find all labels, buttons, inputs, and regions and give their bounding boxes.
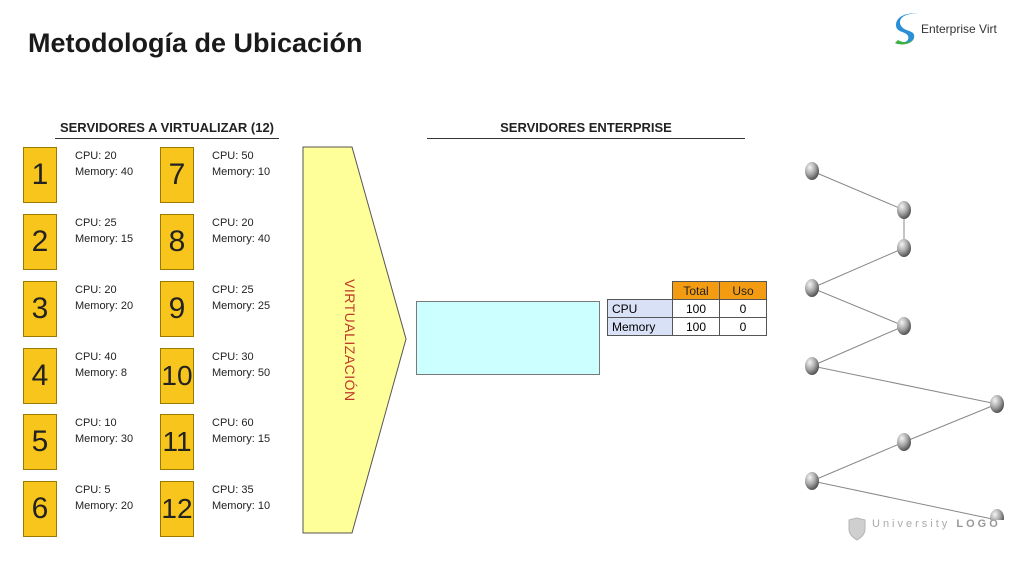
server-memory: Memory: 25 [212,299,271,312]
server-specs: CPU: 20 Memory: 40 [212,216,270,247]
server-cpu: CPU: 10 [75,417,117,429]
usage-total-value: 100 [672,317,720,336]
usage-table-header-uso: Uso [719,281,767,300]
server-memory: Memory: 20 [75,499,134,512]
usage-table-header-total: Total [672,281,720,300]
network-node-icon [897,201,911,219]
server-number-box: 5 [23,414,57,470]
usage-total-value: 100 [672,299,720,318]
server-cpu: CPU: 5 [75,484,111,496]
virtualization-arrow [302,146,407,534]
server-specs: CPU: 25 Memory: 25 [212,283,270,314]
server-number-box: 4 [23,348,57,404]
university-shield-icon [848,517,866,541]
server-specs: CPU: 10 Memory: 30 [75,416,133,447]
usage-uso-value: 0 [719,317,767,336]
server-cpu: CPU: 35 [212,484,254,496]
server-cpu: CPU: 40 [75,351,117,363]
network-node-icon [805,162,819,180]
server-memory: Memory: 10 [212,165,271,178]
usage-uso-value: 0 [719,299,767,318]
university-logo: University LOGO [872,518,1001,530]
university-logo-mark: LOGO [956,518,1001,530]
server-memory: Memory: 8 [75,366,127,379]
usage-table: Total Uso CPU 100 0 Memory 100 0 [607,281,767,336]
server-memory: Memory: 50 [212,366,271,379]
server-cpu: CPU: 20 [212,217,254,229]
network-node-icon [990,395,1004,413]
server-number-box: 12 [160,481,194,537]
server-cpu: CPU: 25 [212,284,254,296]
usage-table-row-memory: Memory 100 0 [607,317,767,336]
usage-table-header-row: Total Uso [608,281,767,300]
enterprise-server-box [416,301,600,375]
right-section-title: SERVIDORES ENTERPRISE [500,120,672,135]
network-node-icon [897,433,911,451]
server-specs: CPU: 30 Memory: 50 [212,350,270,381]
left-section-title: SERVIDORES A VIRTUALIZAR (12) [59,120,275,135]
network-node-icon [805,279,819,297]
server-memory: Memory: 15 [75,232,134,245]
logo-text: Enterprise Virt [921,22,997,36]
server-specs: CPU: 5 Memory: 20 [75,483,133,514]
server-number-box: 10 [160,348,194,404]
server-specs: CPU: 60 Memory: 15 [212,416,270,447]
server-number-box: 6 [23,481,57,537]
usage-row-label: CPU [607,299,673,318]
server-specs: CPU: 35 Memory: 10 [212,483,270,514]
page-title: Metodología de Ubicación [28,28,363,58]
server-specs: CPU: 40 Memory: 8 [75,350,127,381]
right-section-rule [427,138,745,139]
server-number-box: 8 [160,214,194,270]
server-number-box: 11 [160,414,194,470]
server-number-box: 1 [23,147,57,203]
server-specs: CPU: 20 Memory: 20 [75,283,133,314]
server-memory: Memory: 30 [75,432,134,445]
logo-swirl-icon [895,13,918,45]
server-specs: CPU: 25 Memory: 15 [75,216,133,247]
usage-table-corner [608,282,673,300]
server-cpu: CPU: 25 [75,217,117,229]
server-specs: CPU: 20 Memory: 40 [75,149,133,180]
usage-table-row-cpu: CPU 100 0 [607,299,767,318]
server-memory: Memory: 40 [75,165,134,178]
server-number-box: 9 [160,281,194,337]
node-network [805,162,1004,520]
server-number-box: 2 [23,214,57,270]
network-node-icon [990,509,1004,520]
server-cpu: CPU: 50 [212,150,254,162]
usage-row-label: Memory [607,317,673,336]
network-node-icon [805,472,819,490]
server-number-box: 7 [160,147,194,203]
server-cpu: CPU: 20 [75,284,117,296]
server-cpu: CPU: 30 [212,351,254,363]
server-specs: CPU: 50 Memory: 10 [212,149,270,180]
server-number-box: 3 [23,281,57,337]
network-node-icon [805,357,819,375]
network-node-icon [897,317,911,335]
server-memory: Memory: 10 [212,499,271,512]
server-cpu: CPU: 20 [75,150,117,162]
server-memory: Memory: 20 [75,299,134,312]
virtualization-label: VIRTUALIZACIÓN [342,278,358,402]
server-memory: Memory: 40 [212,232,271,245]
server-memory: Memory: 15 [212,432,271,445]
left-section-rule [55,138,279,139]
enterprise-virt-logo [892,10,924,48]
university-logo-word: University [872,518,951,530]
network-node-icon [897,239,911,257]
server-cpu: CPU: 60 [212,417,254,429]
